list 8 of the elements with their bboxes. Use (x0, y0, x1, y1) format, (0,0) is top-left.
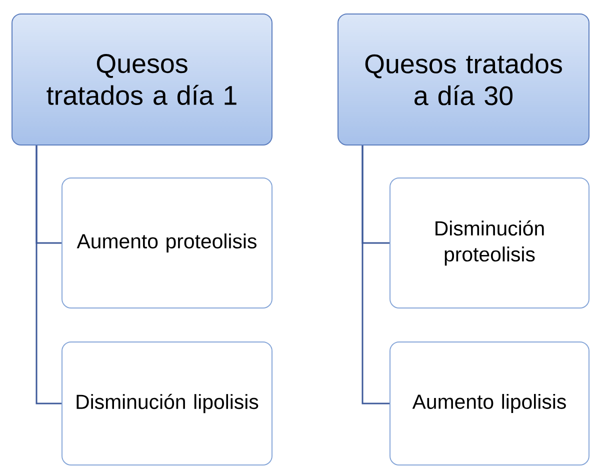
heading-box: Quesos tratados a día 30 (338, 14, 590, 146)
connector-line (362, 146, 390, 404)
connector-line (36, 146, 62, 404)
item-box: Disminución proteolisis (390, 177, 590, 308)
heading-box: Quesos tratados a día 1 (12, 14, 272, 146)
item-box: Aumento proteolisis (62, 177, 272, 308)
item-box: Aumento lipolisis (390, 341, 590, 466)
item-box: Disminución lipolisis (62, 341, 272, 466)
